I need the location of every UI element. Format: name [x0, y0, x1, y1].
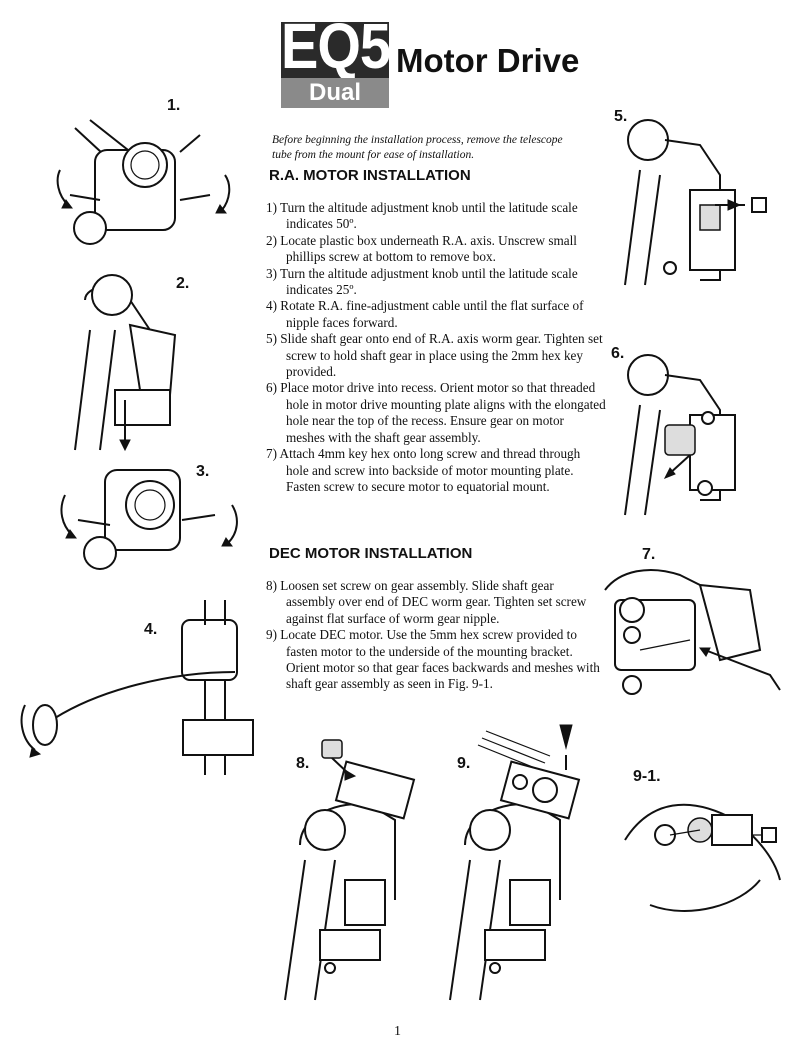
ra-step: 7) Attach 4mm key hex onto long screw an…	[266, 446, 581, 494]
figure-2-label: 2.	[176, 275, 190, 292]
figure-9-illustration	[449, 724, 581, 1001]
logo-model: EQ5	[281, 9, 391, 82]
figure-6-label: 6.	[611, 345, 625, 362]
figure-9-1-illustration	[624, 803, 781, 912]
figure-6-illustration	[624, 354, 736, 516]
dec-heading: DEC MOTOR INSTALLATION	[269, 545, 473, 562]
intro-note: Before beginning the installation proces…	[272, 134, 563, 161]
figure-4-illustration	[20, 600, 254, 775]
ra-step: 2) Locate plastic box underneath R.A. ax…	[266, 232, 577, 265]
figure-9-label: 9.	[457, 755, 471, 772]
ra-step: 6) Place motor drive into recess. Orient…	[266, 380, 606, 445]
figure-1-illustration	[56, 119, 231, 245]
dec-step: 9) Locate DEC motor. Use the 5mm hex scr…	[266, 627, 600, 692]
page-number: 1	[394, 1024, 401, 1039]
figure-2-illustration	[74, 274, 177, 452]
figure-4-label: 4.	[144, 621, 158, 638]
ra-step: 3) Turn the altitude adjustment knob unt…	[266, 265, 578, 298]
figure-3-label: 3.	[196, 463, 210, 480]
ra-step: 1) Turn the altitude adjustment knob unt…	[266, 200, 578, 232]
figure-8-illustration	[284, 739, 416, 1001]
ra-step: 5) Slide shaft gear onto end of R.A. axi…	[266, 331, 603, 380]
figure-1-label: 1.	[167, 97, 181, 114]
figure-5-illustration	[624, 119, 767, 286]
ra-heading: R.A. MOTOR INSTALLATION	[269, 167, 471, 184]
figure-8-label: 8.	[296, 755, 310, 772]
figure-7-illustration	[604, 569, 781, 695]
dec-steps: 8) Loosen set screw on gear assembly. Sl…	[266, 578, 606, 693]
ra-step: 4) Rotate R.A. fine-adjustment cable unt…	[266, 298, 584, 330]
figure-9-1-label: 9-1.	[633, 768, 661, 785]
figure-7-label: 7.	[642, 546, 656, 563]
figure-5-label: 5.	[614, 108, 628, 125]
dec-step: 8) Loosen set screw on gear assembly. Sl…	[266, 578, 587, 626]
ra-steps: 1) Turn the altitude adjustment knob unt…	[266, 200, 606, 495]
logo-variant: Dual Axis	[281, 78, 389, 136]
figure-3-illustration	[60, 469, 238, 570]
document-title: Motor Drive	[396, 42, 580, 79]
